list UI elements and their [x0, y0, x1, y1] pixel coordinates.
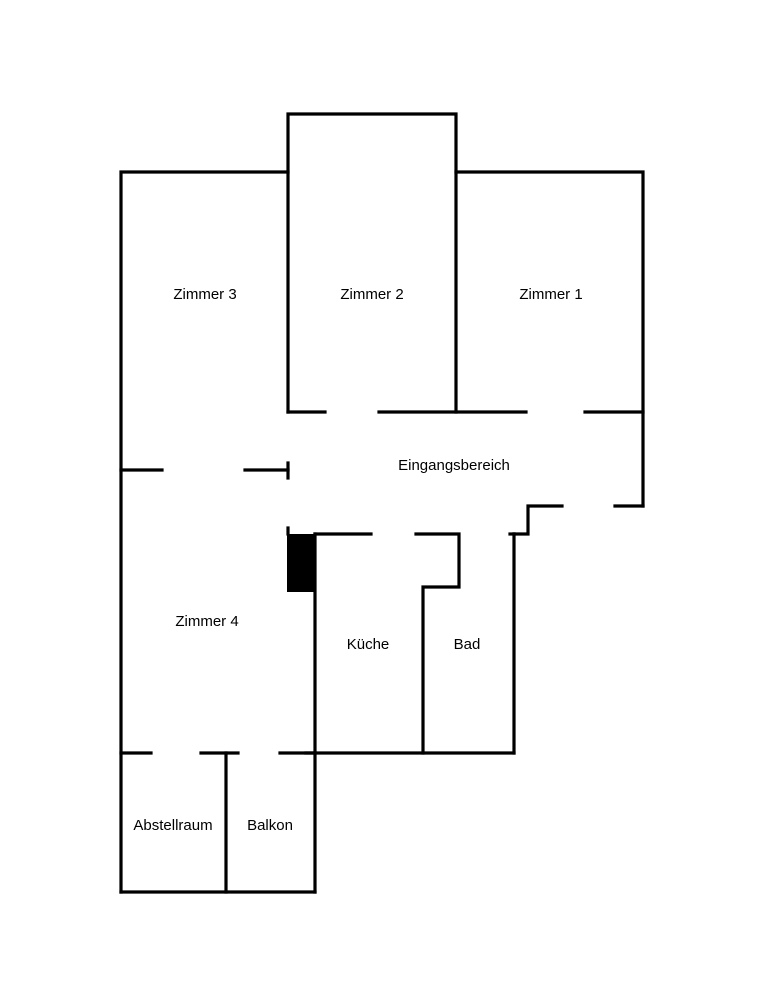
wall-entrance-step — [512, 504, 564, 536]
wall-zimmer-3-top — [119, 170, 290, 894]
wall-kitchen-bad-divider — [414, 532, 461, 755]
room-label-balkon: Balkon — [247, 817, 293, 834]
wall-zimmer-1-outer — [454, 170, 645, 508]
chimney-block — [287, 534, 316, 592]
room-label-eingangsbereich: Eingangsbereich — [398, 457, 510, 474]
wall-zimmer-2-outer — [286, 112, 458, 414]
room-label-zimmer-4: Zimmer 4 — [175, 613, 238, 630]
room-label-kueche: Küche — [347, 636, 390, 653]
room-labels: Zimmer 3 Zimmer 2 Zimmer 1 Eingangsberei… — [133, 286, 582, 834]
walls — [119, 112, 645, 894]
room-label-zimmer-2: Zimmer 2 — [340, 286, 403, 303]
room-label-zimmer-1: Zimmer 1 — [519, 286, 582, 303]
room-label-abstellraum: Abstellraum — [133, 817, 212, 834]
room-label-bad: Bad — [454, 636, 481, 653]
room-label-zimmer-3: Zimmer 3 — [173, 286, 236, 303]
